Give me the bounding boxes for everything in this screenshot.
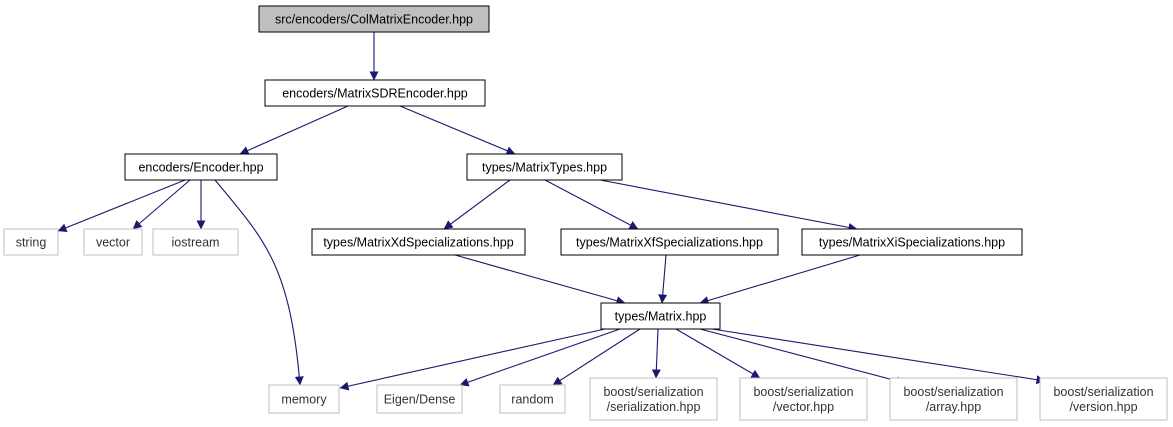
node-label: boost/serialization xyxy=(753,385,853,399)
node-label: /serialization.hpp xyxy=(607,400,701,414)
node-label: types/MatrixTypes.hpp xyxy=(482,161,607,175)
node-label: types/MatrixXiSpecializations.hpp xyxy=(819,236,1005,250)
node-box xyxy=(560,228,779,256)
node-mtypes: types/MatrixTypes.hpp xyxy=(466,153,623,181)
node-label: boost/serialization xyxy=(603,385,703,399)
edge-enc-string xyxy=(57,179,186,232)
edge-matrix-bvec xyxy=(675,328,761,379)
edge-sdr-enc xyxy=(239,105,349,155)
node-label: boost/serialization xyxy=(1053,385,1153,399)
node-box xyxy=(889,377,1018,421)
node-label: memory xyxy=(281,393,327,407)
node-label: boost/serialization xyxy=(903,385,1003,399)
node-col: src/encoders/ColMatrixEncoder.hpp xyxy=(258,5,490,33)
node-box xyxy=(801,228,1023,256)
edge-matrix-bser xyxy=(651,328,661,379)
edge-xd-matrix xyxy=(454,254,626,306)
edge-mtypes-xf xyxy=(544,179,639,230)
node-box xyxy=(589,377,718,421)
node-box xyxy=(466,153,623,181)
node-sdr: encoders/MatrixSDREncoder.hpp xyxy=(264,79,486,107)
node-matrix: types/Matrix.hpp xyxy=(600,302,721,330)
edge-xi-matrix xyxy=(699,254,861,305)
node-box xyxy=(600,302,721,330)
node-iostream: iostream xyxy=(152,228,239,256)
node-label: src/encoders/ColMatrixEncoder.hpp xyxy=(275,13,473,27)
node-random: random xyxy=(499,384,566,414)
edge-matrix-bver xyxy=(711,328,1046,385)
node-box xyxy=(268,384,340,414)
node-label: vector xyxy=(96,236,130,250)
node-box xyxy=(124,153,278,181)
node-label: /array.hpp xyxy=(926,400,981,414)
nodes-layer: src/encoders/ColMatrixEncoder.hpp encoder… xyxy=(3,5,1168,421)
edges-layer xyxy=(57,32,1046,391)
node-label: /version.hpp xyxy=(1069,400,1137,414)
node-memory: memory xyxy=(268,384,340,414)
node-enc: encoders/Encoder.hpp xyxy=(124,153,278,181)
node-box xyxy=(264,79,486,107)
edge-mtypes-xd xyxy=(443,179,511,230)
edge-sdr-mtypes xyxy=(399,105,516,155)
node-label: Eigen/Dense xyxy=(384,393,456,407)
node-eigen: Eigen/Dense xyxy=(376,384,463,414)
edge-matrix-barr xyxy=(699,328,906,386)
node-box xyxy=(499,384,566,414)
node-label: encoders/MatrixSDREncoder.hpp xyxy=(282,87,468,101)
node-box xyxy=(3,228,59,256)
node-xd: types/MatrixXdSpecializations.hpp xyxy=(311,228,526,256)
node-label: iostream xyxy=(172,236,220,250)
edge-mtypes-xi xyxy=(599,179,858,232)
node-barr: boost/serialization/array.hpp xyxy=(889,377,1018,421)
node-xf: types/MatrixXfSpecializations.hpp xyxy=(560,228,779,256)
edge-matrix-memory xyxy=(339,328,606,391)
edge-enc-memory xyxy=(214,179,304,386)
edge-matrix-eigen xyxy=(459,328,621,387)
node-label: string xyxy=(16,236,47,250)
node-box xyxy=(739,377,868,421)
node-bver: boost/serialization/version.hpp xyxy=(1039,377,1168,421)
node-box xyxy=(258,5,490,33)
node-box xyxy=(1039,377,1168,421)
node-label: /vector.hpp xyxy=(773,400,834,414)
node-string: string xyxy=(3,228,59,256)
node-box xyxy=(152,228,239,256)
edge-enc-vector xyxy=(132,179,191,230)
node-label: types/MatrixXdSpecializations.hpp xyxy=(323,236,513,250)
node-bvec: boost/serialization/vector.hpp xyxy=(739,377,868,421)
node-label: random xyxy=(511,393,553,407)
node-bser: boost/serialization/serialization.hpp xyxy=(589,377,718,421)
node-xi: types/MatrixXiSpecializations.hpp xyxy=(801,228,1023,256)
node-box xyxy=(311,228,526,256)
node-label: types/Matrix.hpp xyxy=(615,310,707,324)
edge-matrix-random xyxy=(552,328,641,386)
node-box xyxy=(376,384,463,414)
node-box xyxy=(83,228,143,256)
edge-xf-matrix xyxy=(658,254,668,304)
node-vector: vector xyxy=(83,228,143,256)
node-label: types/MatrixXfSpecializations.hpp xyxy=(576,236,763,250)
node-label: encoders/Encoder.hpp xyxy=(138,161,263,175)
